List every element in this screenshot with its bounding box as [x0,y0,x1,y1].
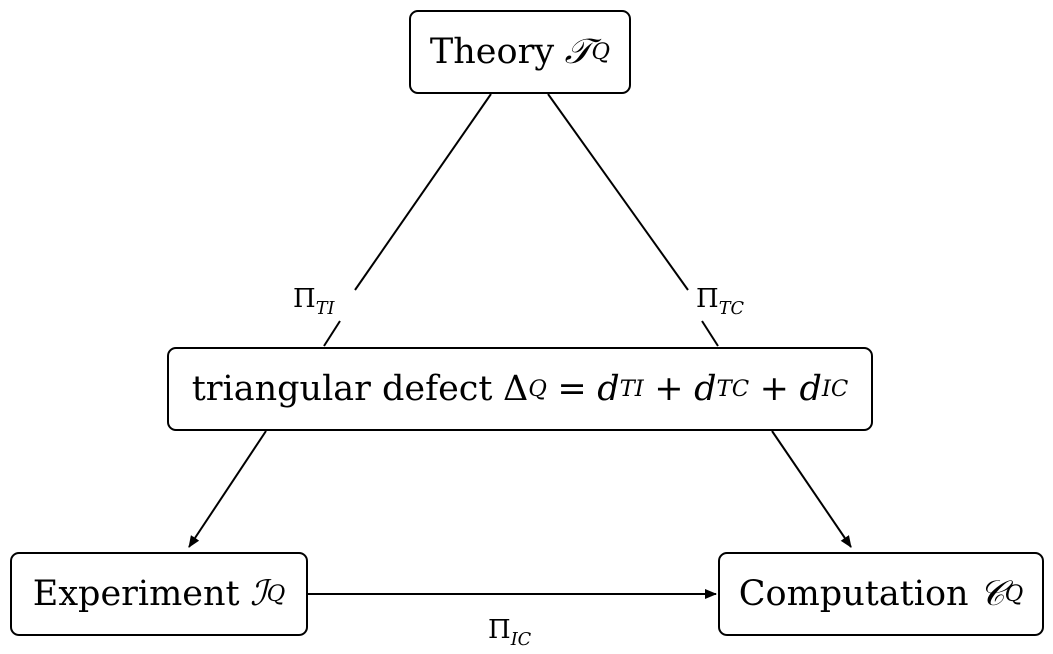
edge-ti-label-to-defect [323,320,341,347]
defect-label: triangular defect [191,369,493,409]
edge-theory-to-tc-label [547,93,689,291]
computation-symbol: 𝒞 [979,574,1005,614]
edge-label-tc-sub: TC [718,299,744,320]
edge-theory-to-ti-label [354,93,492,291]
edge-label-ti-symbol: Π [293,284,316,314]
edge-label-ic-symbol: Π [488,615,511,645]
defect-term-ti: d [597,369,620,409]
edge-label-tc: ΠTC [696,284,744,319]
theory-label: Theory [429,32,555,72]
defect-term-ic: d [799,369,822,409]
experiment-symbol-sub: Q [266,581,286,607]
edge-label-ic-sub: IC [510,630,532,651]
defect-term-ti-sub: TI [619,376,644,402]
computation-label: Computation [738,574,969,614]
defect-delta: Δ [502,369,529,409]
defect-delta-sub: Q [528,376,547,402]
arrow-defect-to-computation [771,430,852,548]
edge-label-tc-symbol: Π [696,284,719,314]
experiment-label: Experiment [32,574,240,614]
computation-symbol-sub: Q [1004,581,1024,607]
edge-tc-label-to-defect [701,320,719,347]
arrow-defect-to-experiment [188,430,267,548]
defect-term-tc: d [694,369,717,409]
edge-label-ic: ΠIC [488,615,531,650]
defect-plus-1: + [654,369,684,409]
defect-equals: = [557,369,587,409]
edge-label-ti-sub: TI [315,299,335,320]
edge-label-ti: ΠTI [293,284,334,319]
defect-term-tc-sub: TC [716,376,750,402]
theory-symbol-sub: Q [591,39,611,65]
experiment-symbol: ℐ [250,574,267,614]
defect-term-ic-sub: IC [821,376,849,402]
defect-plus-2: + [759,369,789,409]
theory-symbol: 𝒯 [564,32,592,72]
